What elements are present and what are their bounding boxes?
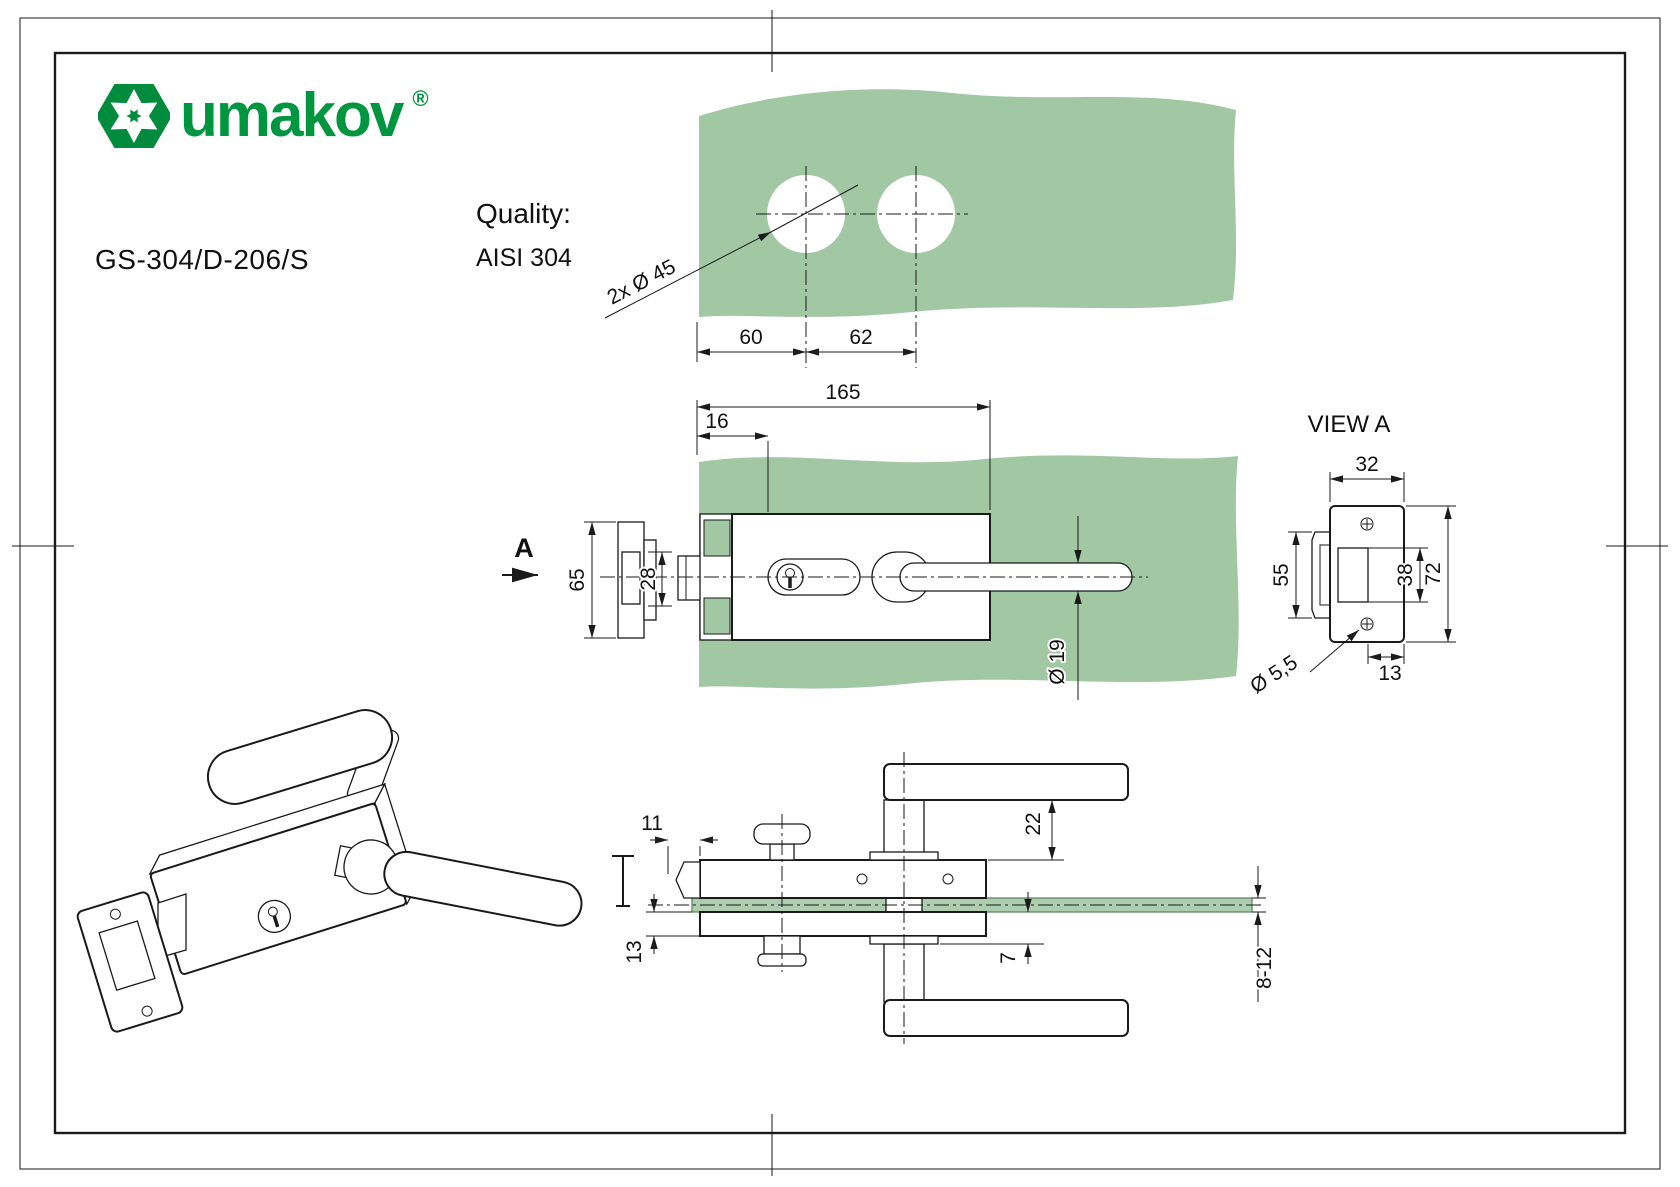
dim-38-label: 38	[1394, 563, 1417, 586]
dim-13-side-label: 13	[623, 940, 646, 963]
lock-body-lower-side	[699, 911, 987, 937]
dim-16-label: 16	[705, 410, 728, 433]
screw-bottom-icon	[1360, 617, 1374, 631]
dim-62-label: 62	[849, 326, 872, 349]
iso-strike-plate	[76, 891, 184, 1033]
dim-812-label: 8-12	[1253, 947, 1276, 989]
upper-handle-arm	[883, 763, 1129, 801]
strike-latch-opening	[1337, 547, 1369, 603]
glass-tab-bottom	[703, 597, 731, 635]
dim-11-label: 11	[641, 812, 663, 835]
iso-strike-screw-top	[109, 908, 121, 920]
drilling-view: 2x Ø 45 60 62	[602, 89, 1237, 368]
iso-back-lever-grip	[206, 709, 394, 805]
dim-55-label: 55	[1270, 563, 1293, 586]
iso-strike-screw-bottom	[141, 1005, 153, 1017]
dim-d19-label: Ø 19	[1046, 639, 1069, 685]
dim-22-label: 22	[1022, 812, 1045, 835]
strike-assembly-front	[617, 521, 657, 639]
dim-13-label: 13	[1378, 662, 1401, 685]
dim-7-label: 7	[997, 952, 1020, 964]
quality-value: AISI 304	[476, 244, 572, 272]
product-code: GS-304/D-206/S	[95, 244, 309, 275]
quality-label: Quality:	[476, 198, 571, 229]
frame-inner-border	[53, 51, 1627, 1135]
view-a-title: VIEW A	[1308, 411, 1391, 438]
view-a: VIEW A 32 55	[1244, 411, 1456, 700]
brand-logo: umakov ®	[98, 84, 429, 148]
strike-lip-inner	[1319, 544, 1330, 606]
iso-strike-opening	[98, 920, 156, 991]
view-direction-label: A	[514, 533, 534, 563]
side-view: 11 13 22 7 8-12	[612, 752, 1278, 1044]
front-view-dimensions: 165 16 65 28 Ø 19	[564, 379, 1082, 700]
dim-65-label: 65	[566, 568, 589, 591]
drawing-frame	[12, 10, 1668, 1176]
dim-72-label: 72	[1422, 562, 1445, 585]
latch-tip-side	[675, 861, 701, 899]
lower-handle-arm	[883, 999, 1129, 1037]
iso-front-lever-grip	[383, 850, 583, 927]
logo-star-icon	[110, 89, 158, 143]
strike-lip-side	[1311, 531, 1330, 619]
dim-28-label: 28	[637, 567, 660, 590]
grub-screw-right	[942, 873, 954, 885]
glass-panel-top	[699, 89, 1237, 318]
registered-mark-icon: ®	[412, 86, 429, 111]
side-view-dimensions: 11 13 22 7 8-12	[621, 800, 1278, 1002]
glass-tab-top	[703, 519, 731, 557]
dim-165-label: 165	[825, 381, 860, 404]
quality-block: Quality: AISI 304	[476, 198, 572, 273]
grub-screw-left	[856, 873, 868, 885]
latch-bolt-front	[677, 555, 703, 601]
screw-top-icon	[1360, 517, 1374, 531]
logo-hexagon	[98, 84, 170, 148]
strike-opening-front	[621, 551, 641, 605]
dim-d55-label: Ø 5,5	[1246, 651, 1302, 698]
holes-callout-label: 2x Ø 45	[604, 255, 680, 309]
iso-front-lever	[334, 839, 583, 927]
front-view: A 165 16 65 28	[502, 379, 1239, 700]
brand-logo-icon	[98, 84, 170, 148]
dim-60-label: 60	[739, 326, 762, 349]
strike-lip-front	[643, 539, 657, 621]
isometric-view	[76, 709, 583, 1033]
dim-32-label: 32	[1355, 453, 1378, 476]
gasket-profile	[612, 855, 634, 907]
brand-name: umakov	[180, 81, 404, 150]
frame-outer-border	[19, 17, 1661, 1170]
